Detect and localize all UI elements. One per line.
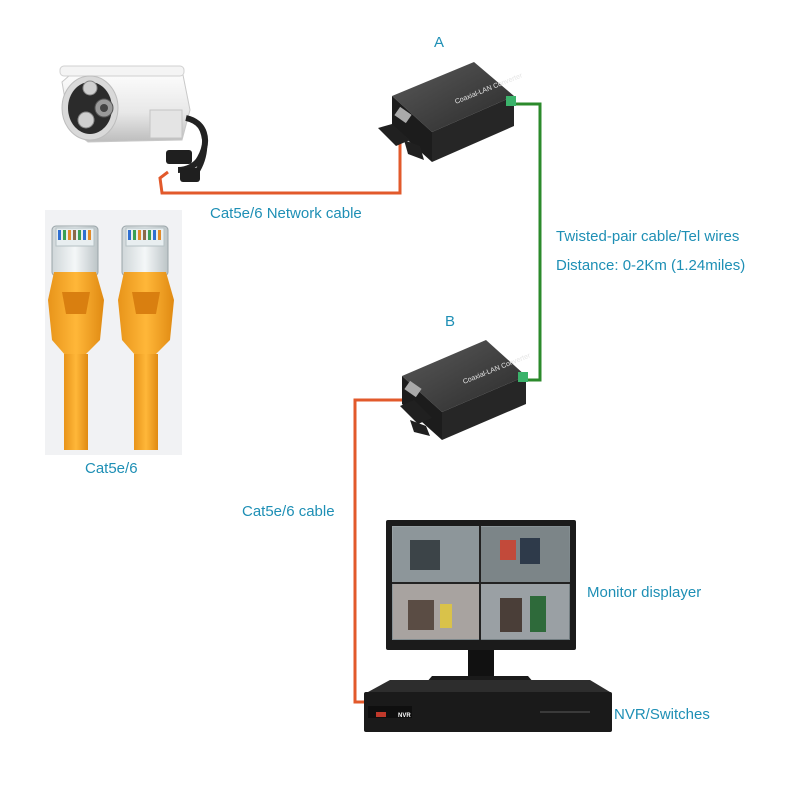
nvr-icon: NVR bbox=[364, 680, 612, 732]
twisted-pair-cable-line bbox=[512, 102, 542, 382]
unit-b-label: B bbox=[445, 313, 456, 330]
nvr-label: NVR/Switches bbox=[614, 706, 710, 723]
camera-icon bbox=[59, 65, 208, 182]
cat-cable-label: Cat5e/6 cable bbox=[242, 503, 335, 520]
monitor-label: Monitor displayer bbox=[587, 584, 702, 601]
monitor-icon bbox=[386, 520, 576, 690]
unit-a-label: A bbox=[434, 34, 445, 51]
cat-caption: Cat5e/6 bbox=[85, 460, 138, 477]
nvr-badge-text: NVR bbox=[398, 713, 411, 719]
distance-label: Distance: 0-2Km (1.24miles) bbox=[556, 257, 746, 274]
cat-cable-line bbox=[353, 398, 410, 704]
network-cable-label: Cat5e/6 Network cable bbox=[210, 205, 362, 222]
twisted-pair-label: Twisted-pair cable/Tel wires bbox=[556, 228, 740, 245]
converter-b-icon: Coaxial-LAN Converter bbox=[400, 340, 532, 440]
rj45-connector-icon bbox=[48, 225, 174, 450]
converter-a-icon: Coaxial-LAN Converter bbox=[378, 62, 524, 162]
network-cable-line bbox=[158, 127, 402, 195]
